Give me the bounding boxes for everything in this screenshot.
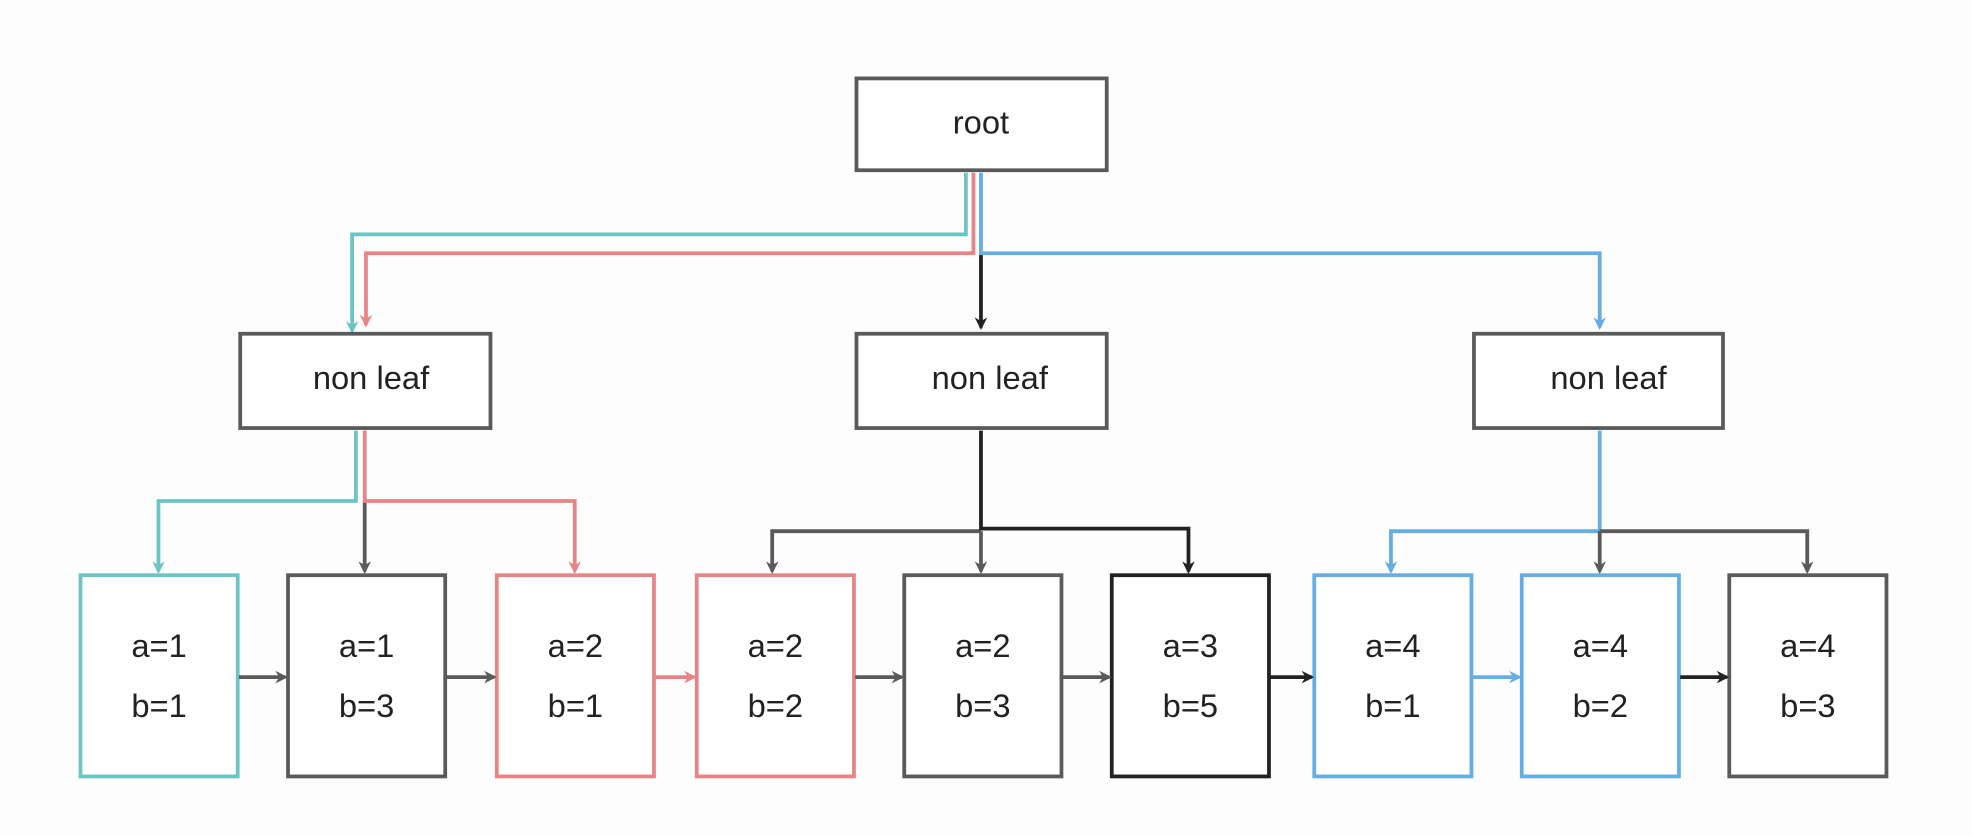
root-node: root (854, 76, 1109, 173)
leaf-key-b: b=3 (955, 687, 1010, 724)
leaf-nodes: a=1 b=1 a=1 b=3 a=2 b=1 a=2 b=2 a=2 b=3 a=3 b=5 a=4 b… (78, 573, 1889, 779)
leaf-key-a: a=2 (548, 627, 603, 664)
leaf-box (1519, 573, 1681, 779)
leaf-box (1109, 573, 1271, 779)
leaf-node: a=1 b=3 (286, 573, 448, 779)
leaf-key-b: b=5 (1163, 687, 1218, 724)
edge-left-to-leaf3-red (362, 430, 582, 574)
leaf-node: a=4 b=2 (1519, 573, 1681, 779)
leaf-key-a: a=1 (131, 627, 186, 664)
leaf-box (694, 573, 856, 779)
edge-root-to-right-blue (979, 172, 1607, 330)
leaf-key-a: a=4 (1573, 627, 1628, 664)
leaf-key-b: b=2 (1573, 687, 1628, 724)
leaf-key-b: b=2 (748, 687, 803, 724)
edge-root-to-left-teal (345, 172, 968, 334)
leaf-node: a=4 b=3 (1727, 573, 1889, 779)
leaf-node: a=2 b=2 (694, 573, 856, 779)
leaf-key-a: a=1 (339, 627, 394, 664)
leaf-key-a: a=2 (748, 627, 803, 664)
edge-right-to-leaf7-blue (1384, 430, 1602, 574)
tree-edges (152, 172, 1814, 574)
leaf-key-b: b=3 (339, 687, 394, 724)
leaf-node: a=2 b=1 (494, 573, 656, 779)
leaf-node: a=1 b=1 (78, 573, 240, 779)
edge-right-to-leaf9 (1599, 529, 1814, 574)
leaf-node: a=2 b=3 (902, 573, 1064, 779)
non-leaf-node-right: non leaf (1472, 331, 1725, 430)
leaf-box (286, 573, 448, 779)
root-label: root (953, 104, 1009, 141)
edge-root-to-left-red (359, 172, 976, 328)
leaf-key-a: a=4 (1780, 627, 1835, 664)
leaf-node: a=4 b=1 (1312, 573, 1474, 779)
edge-mid-to-leaf4 (765, 529, 981, 574)
edge-mid-to-leaf6-black (979, 430, 1195, 574)
leaf-key-b: b=1 (131, 687, 186, 724)
leaf-key-b: b=1 (548, 687, 603, 724)
leaf-box (78, 573, 240, 779)
leaf-node: a=3 b=5 (1109, 573, 1271, 779)
leaf-box (902, 573, 1064, 779)
leaf-box (1727, 573, 1889, 779)
non-leaf-node-left: non leaf (238, 331, 493, 430)
edge-left-to-leaf1-teal (152, 430, 358, 574)
non-leaf-label: non leaf (1550, 359, 1667, 396)
leaf-box (494, 573, 656, 779)
leaf-key-b: b=1 (1365, 687, 1420, 724)
leaf-key-a: a=3 (1163, 627, 1218, 664)
non-leaf-label: non leaf (932, 359, 1049, 396)
non-leaf-label: non leaf (313, 359, 430, 396)
leaf-box (1312, 573, 1474, 779)
non-leaf-node-middle: non leaf (854, 331, 1109, 430)
leaf-key-a: a=2 (955, 627, 1010, 664)
leaf-key-b: b=3 (1780, 687, 1835, 724)
leaf-key-a: a=4 (1365, 627, 1420, 664)
